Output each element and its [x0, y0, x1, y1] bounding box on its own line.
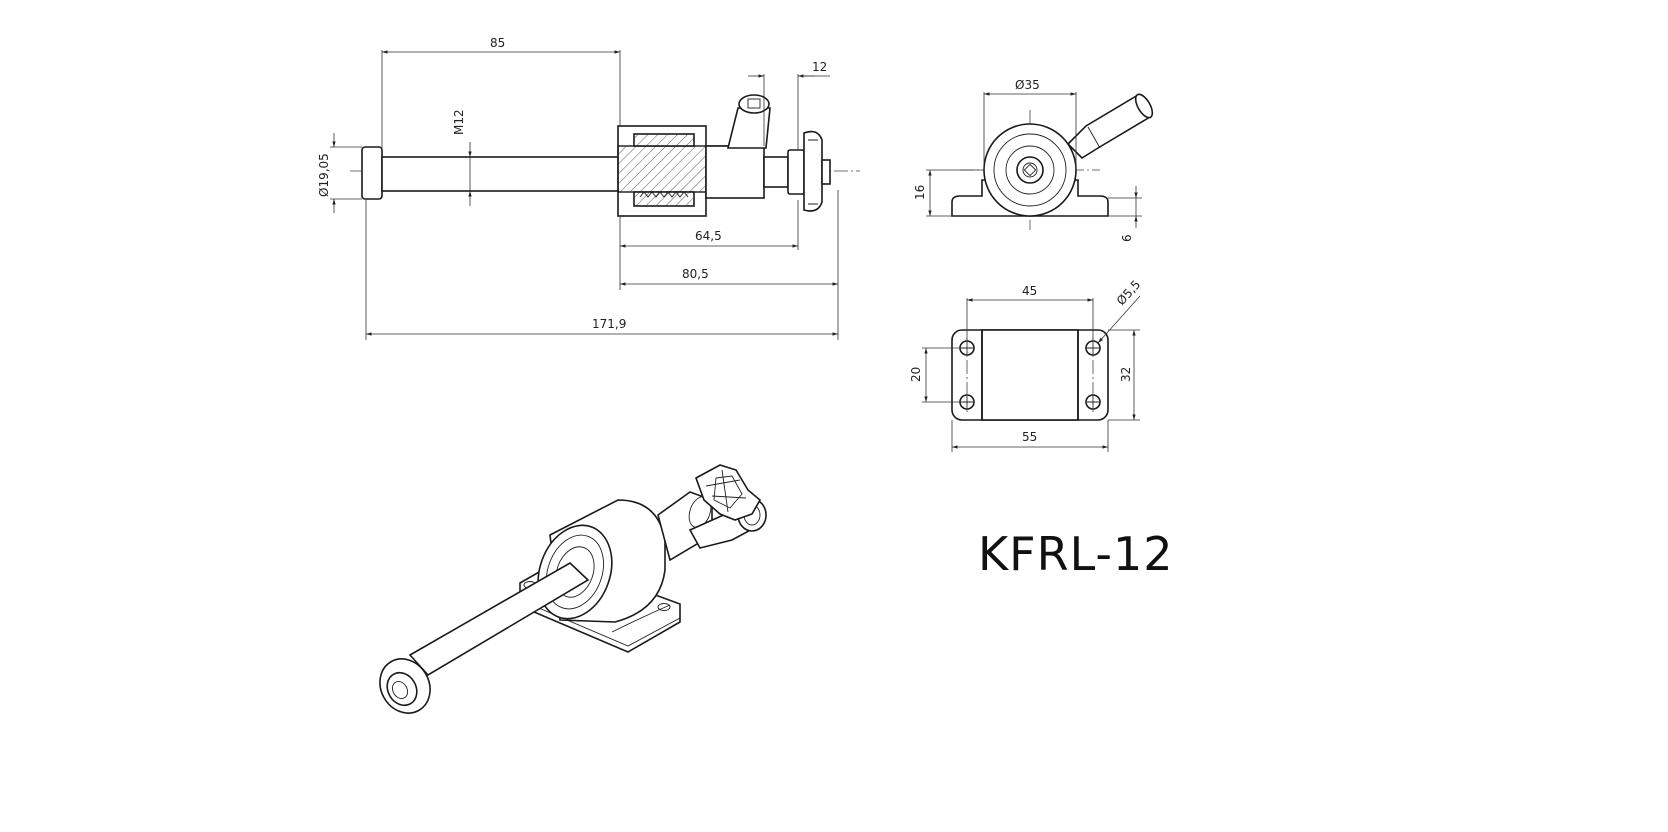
dim-171: 171,9: [592, 317, 626, 331]
dim-diameter-19: Ø19,05: [317, 153, 331, 197]
front-section-view: 85 M12 Ø19,05 12 64,5 80,5 171,9: [317, 36, 860, 340]
dim-80: 80,5: [682, 267, 709, 281]
star-knob-hub: [787, 149, 805, 195]
rear-sleeve: [705, 145, 765, 199]
dim-64: 64,5: [695, 229, 722, 243]
dim-55: 55: [1022, 430, 1037, 444]
rear-shaft: [763, 156, 789, 188]
lever-handle: [726, 107, 771, 149]
dim-20: 20: [909, 367, 923, 382]
part-title: KFRL-12: [978, 527, 1174, 581]
side-view: Ø35 16 6: [913, 78, 1154, 242]
isometric-view: [379, 464, 767, 714]
dim-45: 45: [1022, 284, 1037, 298]
star-knob: [803, 130, 823, 212]
dim-32: 32: [1119, 367, 1133, 382]
knob-cap: [821, 159, 831, 185]
spring: [639, 191, 689, 198]
dim-16: 16: [913, 185, 927, 200]
iso-star-knob: [695, 464, 762, 521]
lever-socket: [747, 98, 761, 109]
mount-holes: [959, 340, 1101, 410]
plunger-head: [361, 146, 383, 200]
plunger-shaft: [381, 156, 621, 192]
top-view: 45 Ø5,5 20 32 55: [909, 277, 1143, 452]
lever-tip: [738, 94, 770, 114]
dim-12: 12: [812, 60, 827, 74]
dim-m12: M12: [452, 109, 466, 135]
dim-85: 85: [490, 36, 505, 50]
dim-hole-5: Ø5,5: [1114, 277, 1143, 308]
dim-6: 6: [1120, 234, 1134, 242]
top-housing: [981, 329, 1079, 421]
dim-diameter-35: Ø35: [1015, 78, 1040, 92]
